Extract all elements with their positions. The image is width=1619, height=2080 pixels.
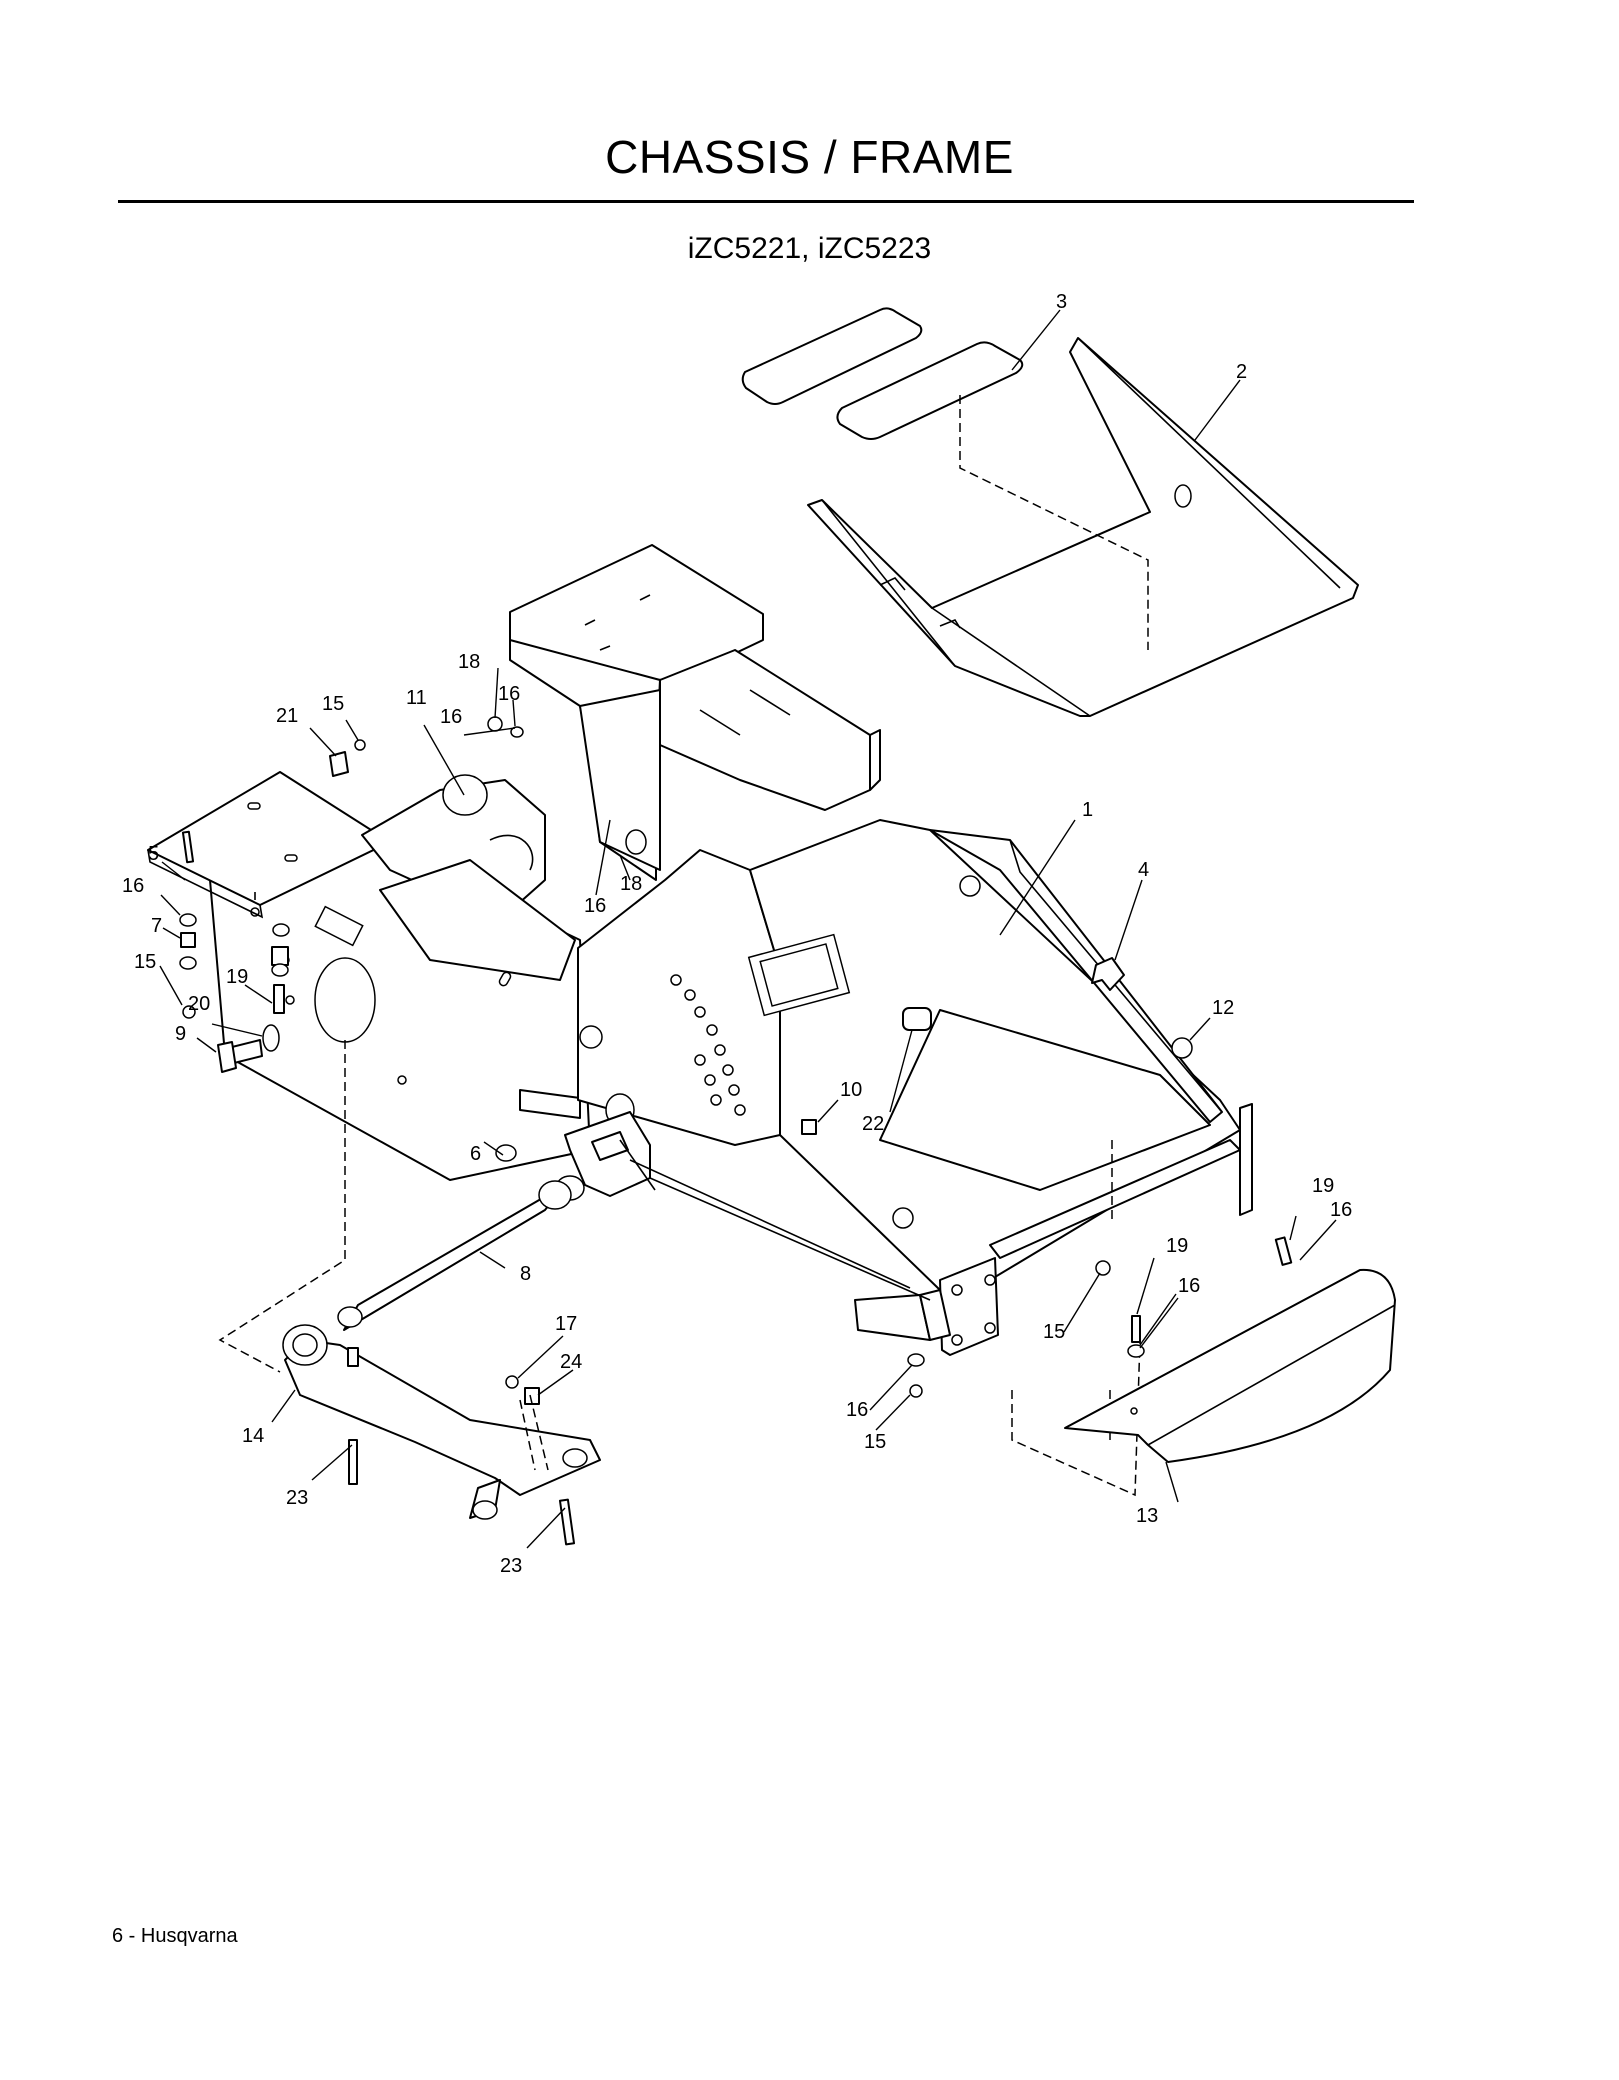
callout-4: 4 — [1138, 859, 1149, 881]
callout-7: 7 — [151, 915, 162, 937]
model-subtitle: iZC5221, iZC5223 — [687, 232, 932, 265]
callout-19a: 19 — [226, 966, 248, 988]
page-title: CHASSIS / FRAME — [605, 131, 1014, 183]
part-2-floor-pan — [807, 337, 1359, 717]
callout-14: 14 — [242, 1425, 264, 1447]
callout-22: 22 — [862, 1113, 884, 1135]
callout-16c: 16 — [498, 683, 520, 705]
callout-12: 12 — [1212, 997, 1234, 1019]
callout-15c: 15 — [1043, 1321, 1065, 1343]
part-3-pads — [741, 307, 1024, 440]
callout-5: 5 — [148, 843, 159, 865]
hardware-items — [179, 716, 1293, 1546]
callout-13: 13 — [1136, 1505, 1158, 1527]
callout-20: 20 — [188, 993, 210, 1015]
callout-3: 3 — [1056, 291, 1067, 313]
callout-16b: 16 — [440, 706, 462, 728]
callout-6: 6 — [470, 1143, 481, 1165]
callout-15d: 15 — [864, 1431, 886, 1453]
part-1-chassis-frame — [147, 544, 1253, 1497]
callout-11: 11 — [406, 687, 427, 709]
callout-leaders — [159, 309, 1337, 1549]
callout-18b: 18 — [620, 873, 642, 895]
callout-23b: 23 — [500, 1555, 522, 1577]
callout-19c: 19 — [1312, 1175, 1334, 1197]
callout-15a: 15 — [322, 693, 344, 715]
callout-24: 24 — [560, 1351, 582, 1373]
callout-19b: 19 — [1166, 1235, 1188, 1257]
callout-16g: 16 — [1330, 1199, 1352, 1221]
callout-16d: 16 — [584, 895, 606, 917]
callout-16e: 16 — [846, 1399, 868, 1421]
callout-16a: 16 — [122, 875, 144, 897]
callout-18a: 18 — [458, 651, 480, 673]
callout-2: 2 — [1236, 361, 1247, 383]
callout-17: 17 — [555, 1313, 577, 1335]
callout-9: 9 — [175, 1023, 186, 1045]
callout-10: 10 — [840, 1079, 862, 1101]
page-footer: 6 - Husqvarna — [112, 1925, 238, 1947]
part-14-front-axle — [282, 1324, 601, 1520]
title-rule — [118, 200, 1414, 203]
callout-1: 1 — [1082, 799, 1093, 821]
part-8-torsion-bar — [337, 1175, 585, 1331]
callout-8: 8 — [520, 1263, 531, 1285]
callout-23a: 23 — [286, 1487, 308, 1509]
callout-21: 21 — [276, 705, 298, 727]
callout-16f: 16 — [1178, 1275, 1200, 1297]
part-13-front-cover — [1064, 1268, 1396, 1463]
callout-15b: 15 — [134, 951, 156, 973]
callout-numbers: 1 2 3 4 5 6 7 8 9 10 11 12 13 14 15 15 1… — [122, 291, 1352, 1577]
